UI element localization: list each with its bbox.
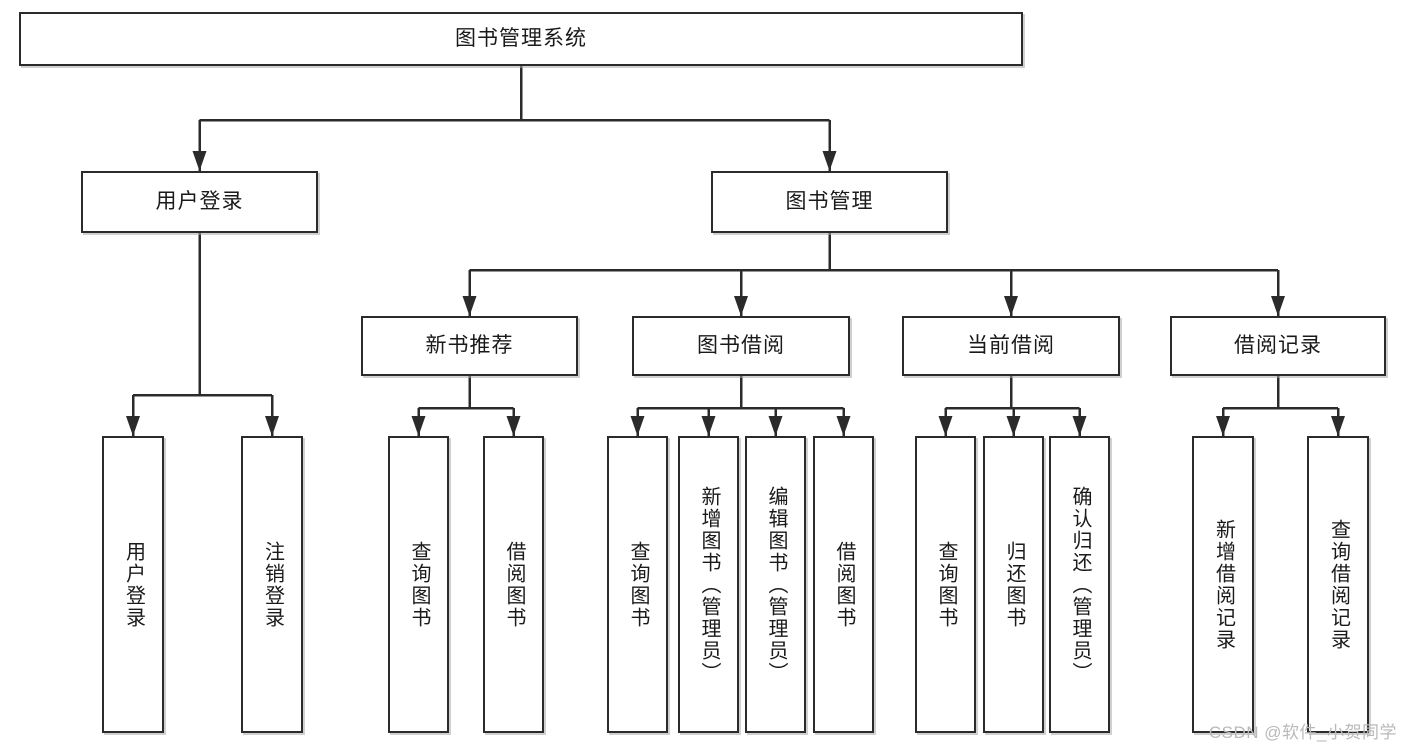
edge-arrowhead: [1216, 416, 1230, 436]
node-leaf-cur-confirm[interactable]: 确认归还（管理员）: [1049, 436, 1110, 733]
node-leaf-bb-query[interactable]: 查询图书: [607, 436, 668, 733]
node-leaf-cur-query[interactable]: 查询图书: [915, 436, 976, 733]
node-label: 编辑图书（管理员）: [765, 485, 787, 684]
edge-arrowhead: [1004, 296, 1018, 316]
node-label: 确认归还（管理员）: [1069, 485, 1091, 684]
node-label: 图书借阅: [697, 334, 785, 358]
edge-arrowhead: [411, 416, 426, 436]
node-label: 借阅图书: [833, 540, 855, 629]
node-label: 用户登录: [122, 540, 145, 629]
node-label: 查询图书: [935, 540, 957, 629]
node-leaf-bb-edit[interactable]: 编辑图书（管理员）: [745, 436, 806, 733]
node-leaf-bb-borrow[interactable]: 借阅图书: [813, 436, 874, 733]
node-label: 新增借阅记录: [1212, 518, 1235, 651]
node-l2-new-book[interactable]: 新书推荐: [361, 316, 578, 376]
edge-arrowhead: [506, 416, 521, 436]
node-l1-book-manage[interactable]: 图书管理: [711, 171, 948, 233]
edge-arrowhead: [701, 416, 716, 436]
node-label: 查询图书: [627, 540, 649, 629]
node-label: 注销登录: [261, 540, 284, 629]
edge-arrowhead: [265, 416, 279, 436]
edge-arrowhead: [1072, 416, 1087, 436]
node-label: 图书管理系统: [455, 27, 587, 51]
node-leaf-nb-query[interactable]: 查询图书: [388, 436, 449, 733]
node-label: 当前借阅: [967, 334, 1055, 358]
edge-arrowhead: [126, 416, 140, 436]
edge-arrowhead: [734, 296, 748, 316]
node-l2-borrow[interactable]: 图书借阅: [632, 316, 850, 376]
node-leaf-rec-query[interactable]: 查询借阅记录: [1307, 436, 1369, 733]
node-leaf-nb-borrow[interactable]: 借阅图书: [483, 436, 544, 733]
node-label: 用户登录: [155, 190, 244, 214]
edge-arrowhead: [938, 416, 953, 436]
node-leaf-logout[interactable]: 注销登录: [241, 436, 303, 733]
node-leaf-user-login[interactable]: 用户登录: [102, 436, 164, 733]
node-label: 归还图书: [1003, 540, 1025, 629]
node-l2-current[interactable]: 当前借阅: [902, 316, 1120, 376]
edge-arrowhead: [1006, 416, 1021, 436]
node-leaf-cur-return[interactable]: 归还图书: [983, 436, 1044, 733]
edge-arrowhead: [1271, 296, 1285, 316]
node-label: 新增图书（管理员）: [698, 485, 720, 684]
node-label: 借阅图书: [503, 540, 525, 629]
edge-arrowhead: [836, 416, 851, 436]
node-l1-user-login[interactable]: 用户登录: [81, 171, 318, 233]
node-label: 查询借阅记录: [1327, 518, 1350, 651]
edge-arrowhead: [822, 151, 837, 171]
node-label: 新书推荐: [425, 334, 514, 358]
edge-arrowhead: [630, 416, 645, 436]
node-leaf-rec-add[interactable]: 新增借阅记录: [1192, 436, 1254, 733]
edge-arrowhead: [192, 151, 207, 171]
edge-arrowhead: [768, 416, 783, 436]
node-label: 查询图书: [408, 540, 430, 629]
edge-arrowhead: [1331, 416, 1345, 436]
node-leaf-bb-add[interactable]: 新增图书（管理员）: [678, 436, 739, 733]
node-l2-record[interactable]: 借阅记录: [1170, 316, 1386, 376]
edge-arrowhead: [462, 296, 477, 316]
node-root[interactable]: 图书管理系统: [19, 12, 1023, 66]
node-label: 借阅记录: [1234, 334, 1322, 358]
node-label: 图书管理: [785, 190, 874, 214]
